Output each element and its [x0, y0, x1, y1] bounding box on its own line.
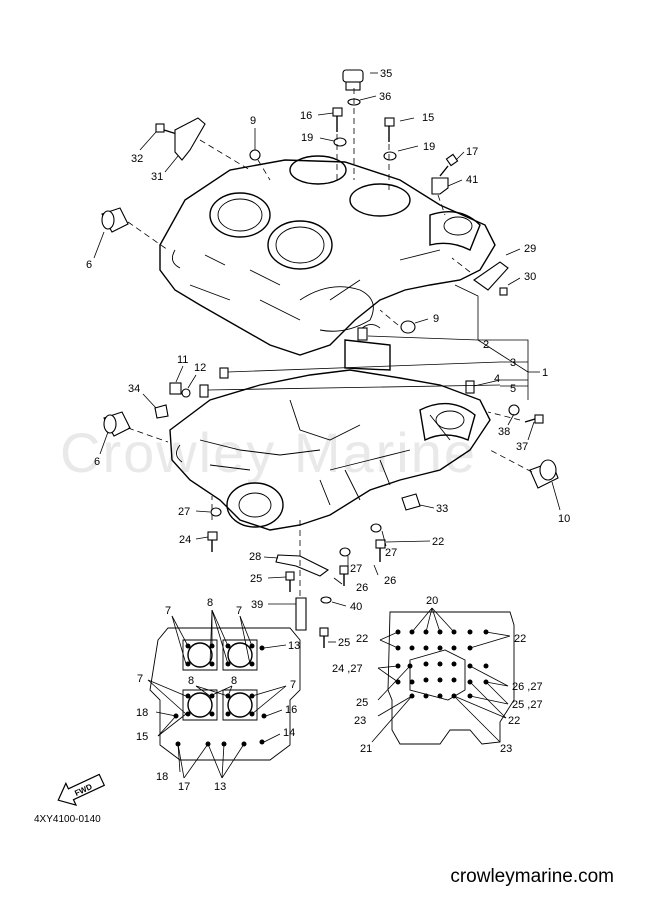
callout-label: 33: [436, 503, 448, 515]
callout-label: 23: [354, 715, 366, 727]
callout-label: 29: [524, 243, 536, 255]
callout-label: 22: [514, 633, 526, 645]
callout-label: 24 ,27: [332, 663, 363, 675]
callout-label: 13: [288, 640, 300, 652]
callout-label: 8: [188, 675, 194, 687]
leader-lines: [93, 72, 561, 643]
callout-label: 25 ,27: [512, 699, 543, 711]
callout-label: 24: [179, 534, 191, 546]
lower-crankcase: [169, 339, 491, 531]
callout-label: 20: [426, 595, 438, 607]
callout-label: 16: [285, 704, 297, 716]
callout-label: 21: [360, 743, 372, 755]
forward-arrow-icon: FWD: [57, 773, 106, 807]
site-url[interactable]: crowleymarine.com: [450, 866, 614, 887]
callout-label: 17: [178, 781, 190, 793]
callout-label: 30: [524, 271, 536, 283]
callout-label: 22: [432, 536, 444, 548]
callout-label: 36: [379, 91, 391, 103]
callout-label: 13: [214, 781, 226, 793]
right-detail-view: [371, 607, 515, 745]
callout-label: 40: [350, 601, 362, 613]
callout-label: 27: [350, 563, 362, 575]
callout-label: 9: [250, 115, 256, 127]
callout-label: 8: [231, 675, 237, 687]
fasteners: [101, 69, 559, 648]
callout-label: 2: [483, 339, 489, 351]
callout-label: 25: [356, 697, 368, 709]
callout-label: 41: [466, 174, 478, 186]
callout-label: 22: [508, 715, 520, 727]
callout-label: 26: [356, 582, 368, 594]
callout-labels: 35 36 16 15 9 19 19 17 32 31 41 6 29 30 …: [86, 68, 570, 793]
callout-label: 23: [500, 743, 512, 755]
callout-label: 18: [136, 707, 148, 719]
callout-label: 16: [300, 110, 312, 122]
callout-label: 15: [136, 731, 148, 743]
callout-label: 4: [494, 373, 500, 385]
callout-label: 1: [542, 367, 548, 379]
callout-label: 6: [86, 259, 92, 271]
callout-label: 35: [380, 68, 392, 80]
callout-label: 26 ,27: [512, 681, 543, 693]
callout-label: 9: [433, 313, 439, 325]
callout-label: 17: [466, 146, 478, 158]
callout-label: 38: [498, 426, 510, 438]
callout-label: 19: [423, 141, 435, 153]
callout-label: 12: [194, 362, 206, 374]
callout-label: 7: [137, 673, 143, 685]
callout-label: 3: [510, 357, 516, 369]
callout-label: 14: [283, 727, 295, 739]
callout-label: 7: [236, 605, 242, 617]
callout-label: 26: [384, 575, 396, 587]
callout-label: 7: [290, 679, 296, 691]
callout-label: 5: [510, 383, 516, 395]
callout-label: 27: [178, 506, 190, 518]
diagram-code: 4XY4100-0140: [34, 814, 101, 825]
callout-label: 18: [156, 771, 168, 783]
left-detail-view: [147, 609, 301, 779]
callout-label: 25: [338, 637, 350, 649]
callout-label: 8: [207, 597, 213, 609]
callout-label: 15: [422, 112, 434, 124]
callout-label: 11: [177, 354, 188, 366]
upper-crankcase: [159, 155, 496, 356]
callout-label: 37: [516, 441, 528, 453]
callout-label: 25: [250, 573, 262, 585]
callout-label: 6: [94, 456, 100, 468]
callout-label: 39: [251, 599, 263, 611]
callout-label: 19: [301, 132, 313, 144]
callout-label: 22: [356, 633, 368, 645]
watermark: Crowley Marine: [60, 421, 477, 484]
assembly-guides: [127, 88, 533, 600]
callout-label: 28: [249, 551, 261, 563]
callout-label: 34: [128, 383, 140, 395]
callout-label: 10: [558, 513, 570, 525]
callout-label: 31: [151, 171, 163, 183]
callout-label: 7: [165, 605, 171, 617]
callout-label: 27: [385, 547, 397, 559]
callout-label: 32: [131, 153, 143, 165]
